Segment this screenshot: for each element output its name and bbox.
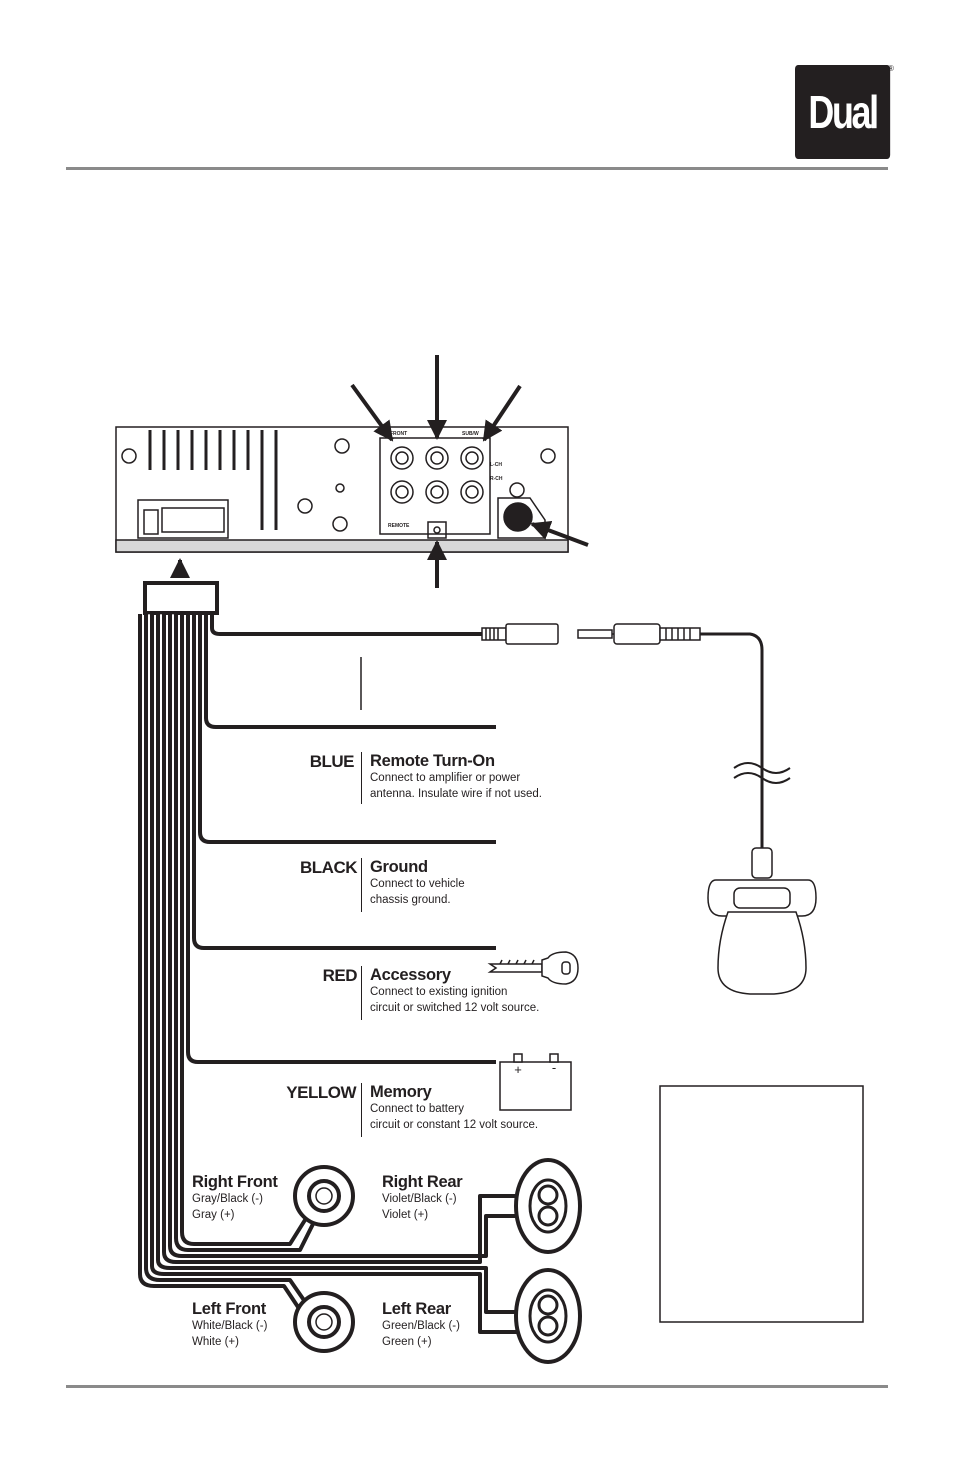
lch-label: L-CH (490, 462, 502, 468)
remote-label: REMOTE (388, 523, 410, 529)
speaker-title: Left Front (192, 1300, 266, 1318)
wire-desc: Connect to existing ignition circuit or … (370, 986, 540, 1014)
speaker-right-rear: Right Rear Violet/Black (-) Violet (+) (382, 1173, 463, 1223)
wire-info-yellow: Memory Connect to battery circuit or con… (361, 1083, 538, 1137)
wiring-harness (143, 581, 219, 615)
rch-label: R-CH (490, 476, 503, 482)
wire-info-blue: Remote Turn-On Connect to amplifier or p… (361, 752, 542, 804)
remote-eye (707, 847, 817, 995)
arrow-subw (482, 384, 522, 442)
wire-color-black: BLACK (300, 858, 358, 877)
battery-minus: - (552, 1060, 556, 1075)
speaker-title: Left Rear (382, 1300, 451, 1318)
wire-desc: Connect to vehicle chassis ground. (370, 878, 465, 906)
speaker-neg: Violet/Black (-) (382, 1193, 457, 1205)
speaker-title: Right Front (192, 1173, 278, 1191)
speaker-pos: Gray (+) (192, 1208, 235, 1221)
rca-jack (390, 446, 484, 504)
front-label: FRONT (390, 431, 407, 437)
wire-info-black: Ground Connect to vehicle chassis ground… (361, 858, 465, 912)
speaker-left-front: Left Front White/Black (-) White (+) (192, 1300, 267, 1350)
speaker-pos: Violet (+) (382, 1208, 429, 1221)
wire-title: Ground (370, 858, 428, 876)
speaker-neg: Green/Black (-) (382, 1320, 460, 1332)
bottom-rule (66, 1385, 888, 1388)
battery-plus: + (514, 1062, 522, 1077)
wire-info-red: Accessory Connect to existing ignition c… (361, 966, 539, 1020)
speaker-right-front: Right Front Gray/Black (-) Gray (+) (192, 1173, 278, 1223)
speaker-left-rear: Left Rear Green/Black (-) Green (+) (382, 1300, 460, 1350)
speaker-icon (293, 1165, 355, 1353)
antenna-jack (503, 502, 533, 532)
wire-color-red: RED (322, 966, 358, 985)
wire-color-yellow: YELLOW (286, 1083, 356, 1102)
speaker-title: Right Rear (382, 1173, 463, 1191)
speaker-pos: Green (+) (382, 1335, 432, 1348)
note-box (659, 1085, 864, 1323)
wire-desc: Connect to battery circuit or constant 1… (370, 1103, 539, 1131)
speaker-neg: White/Black (-) (192, 1320, 268, 1332)
wire-title: Memory (370, 1083, 432, 1101)
logo-text: Dual (808, 86, 879, 138)
arrow-front (350, 383, 394, 442)
arrow-antenna (530, 520, 589, 547)
dual-logo: Dual (795, 65, 891, 159)
key-icon (487, 951, 579, 985)
wire-title: Remote Turn-On (370, 752, 495, 770)
3.5mm-plug (577, 623, 701, 645)
wire-desc: Connect to amplifier or power antenna. I… (370, 772, 542, 800)
wire-color-blue: BLUE (309, 752, 355, 771)
battery-icon (499, 1053, 572, 1111)
wire-title: Accessory (370, 966, 451, 984)
subw-label: SUB/W (462, 431, 479, 437)
registered-mark: ® (888, 64, 894, 73)
speaker-neg: Gray/Black (-) (192, 1193, 263, 1205)
head-unit (115, 426, 569, 553)
speaker-pos: White (+) (192, 1335, 239, 1348)
remote-eye-connector (481, 623, 559, 645)
top-rule (66, 167, 888, 170)
